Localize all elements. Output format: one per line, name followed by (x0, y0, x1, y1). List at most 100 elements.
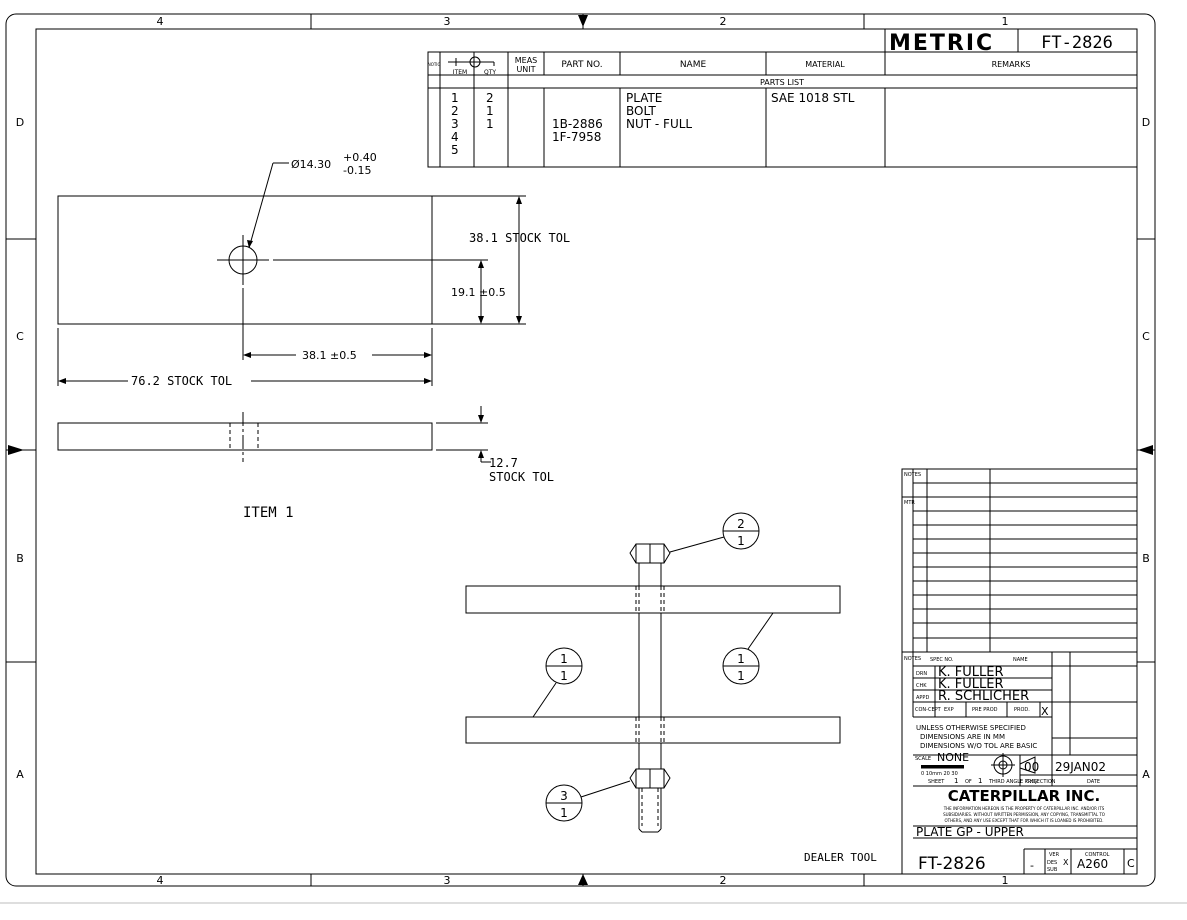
spec-no-label: SPEC NO. (930, 657, 954, 663)
col-notic: NOTIC (428, 62, 441, 67)
item-no: 3 (451, 117, 459, 131)
zone-row-b-right: B (1142, 552, 1150, 565)
item-no: 1 (451, 91, 459, 105)
scale-label: SCALE (915, 756, 931, 762)
item-qty: 1 (486, 104, 494, 118)
zone-col-4-top: 4 (157, 15, 164, 28)
legal-notice-line: THE INFORMATION HEREON IS THE PROPERTY O… (943, 806, 1105, 811)
balloon-bottom: 1 (560, 806, 568, 820)
item1-side-view: 12.7 STOCK TOL (57, 406, 554, 484)
part-name: PLATE (626, 91, 662, 105)
thickness-dim: 12.7 (489, 456, 518, 470)
thickness-tol: STOCK TOL (489, 470, 554, 484)
prod-mark: X (1041, 705, 1049, 718)
zone-col-2-bottom: 2 (720, 874, 727, 887)
change-number: 00 (1024, 760, 1039, 774)
half-width-dim: 38.1 ±0.5 (302, 349, 357, 362)
col-part-no: PART NO. (561, 60, 602, 70)
parts-list-title: PARTS LIST (760, 78, 804, 87)
zone-row-c-left: C (16, 330, 24, 343)
third-angle-label: THIRD ANGLE PROJECTION (988, 779, 1056, 785)
company-name: CATERPILLAR INC. (948, 787, 1100, 805)
balloon-top: 3 (560, 789, 568, 803)
part-name: BOLT (626, 104, 657, 118)
control-label: CONTROL (1085, 852, 1110, 858)
col-unit: UNIT (516, 65, 535, 74)
name-label: NAME (1013, 657, 1028, 663)
exp-label: EXP (944, 707, 954, 713)
part-name: NUT - FULL (626, 117, 692, 131)
zone-row-c-right: C (1142, 330, 1150, 343)
balloon-bottom: 1 (737, 534, 745, 548)
prod-label: PROD. (1014, 707, 1030, 713)
col-qty: QTY (484, 69, 496, 76)
metric-label: METRIC (889, 31, 994, 56)
legal-notice-line: SUBSIDIARIES. WITHOUT WRITTEN PERMISSION… (943, 812, 1105, 817)
parts-list: METRIC FT-2826 NOTIC ITEM QTY MEAS UNIT … (427, 28, 1138, 168)
des-mark: X (1063, 858, 1069, 867)
mtr-label: MTR (904, 500, 915, 506)
appd-label: APPD (916, 695, 929, 701)
balloon-top: 2 (737, 517, 745, 531)
sub-label: SUB (1047, 867, 1058, 873)
item-qty: 2 (486, 91, 494, 105)
chk-label: CHK (916, 683, 927, 689)
part-number: 1B-2886 (552, 117, 603, 131)
concept-label: CON-CEPT (915, 707, 942, 713)
item-no: 4 (451, 130, 459, 144)
checked-by: K. FULLER (938, 677, 1004, 692)
chg-label: CHG (1026, 779, 1037, 785)
balloon-bottom: 1 (737, 669, 745, 683)
title-drawing-number: FT-2826 (918, 854, 986, 874)
change-date: 29JAN02 (1055, 760, 1106, 774)
drn-label: DRN (916, 671, 927, 677)
center-arrow-bottom (578, 874, 588, 885)
height-dim: 38.1 STOCK TOL (469, 231, 570, 245)
zone-row-a-left: A (16, 768, 24, 781)
zone-row-b-left: B (16, 552, 24, 565)
item-qty: 1 (486, 117, 494, 131)
item-1-label: ITEM 1 (243, 505, 294, 521)
sheet-number: 1 (954, 777, 958, 785)
part-material: SAE 1018 STL (771, 91, 855, 105)
balloon-top: 1 (737, 652, 745, 666)
zone-col-1-bottom: 1 (1002, 874, 1009, 887)
notes-label-bottom: NOTES (904, 656, 921, 662)
version-value: - (1030, 859, 1034, 872)
control-value: A260 (1077, 857, 1108, 871)
lower-plate (465, 716, 841, 744)
scale-ruler-ticks: 0 10mm 20 30 (921, 771, 958, 777)
des-label: DES (1047, 860, 1057, 866)
zone-row-a-right: A (1142, 768, 1150, 781)
zone-row-d-left: D (16, 116, 24, 129)
zone-col-2-top: 2 (720, 15, 727, 28)
assembly-view: 2 1 1 1 1 1 3 1 (465, 512, 841, 833)
drawing-title: PLATE GP - UPPER (916, 825, 1024, 839)
center-arrow-left (8, 445, 24, 455)
dealer-tool-label: DEALER TOOL (804, 851, 877, 864)
approved-by: R. SCHLICHER (938, 689, 1029, 704)
zone-col-4-bottom: 4 (157, 874, 164, 887)
zone-col-1-top: 1 (1002, 15, 1009, 28)
upper-plate (465, 585, 841, 614)
col-material: MATERIAL (805, 60, 845, 69)
sheet-label: SHEET (928, 779, 945, 785)
width-dim: 76.2 STOCK TOL (131, 374, 232, 388)
col-item: ITEM (453, 69, 467, 76)
balloon-top: 1 (560, 652, 568, 666)
dimensions-basic-note: DIMENSIONS W/O TOL ARE BASIC (920, 742, 1037, 750)
item-no: 5 (451, 143, 459, 157)
half-height-tol: ±0.5 (479, 286, 506, 299)
part-number: 1F-7958 (552, 130, 601, 144)
zone-row-d-right: D (1142, 116, 1150, 129)
pre-prod-label: PRE PROD (972, 707, 998, 713)
header-drawing-number: FT-2826 (1041, 33, 1113, 53)
ver-label: VER (1049, 852, 1060, 858)
hole-tol-minus: -0.15 (343, 164, 371, 177)
hole-diameter-dim: Ø14.30 (291, 158, 331, 171)
balloon-bottom: 1 (560, 669, 568, 683)
item1-top-view: Ø14.30 +0.40 -0.15 38.1 STOCK TOL 19.1 ±… (57, 151, 570, 388)
of-label: OF (965, 779, 972, 785)
item-no: 2 (451, 104, 459, 118)
